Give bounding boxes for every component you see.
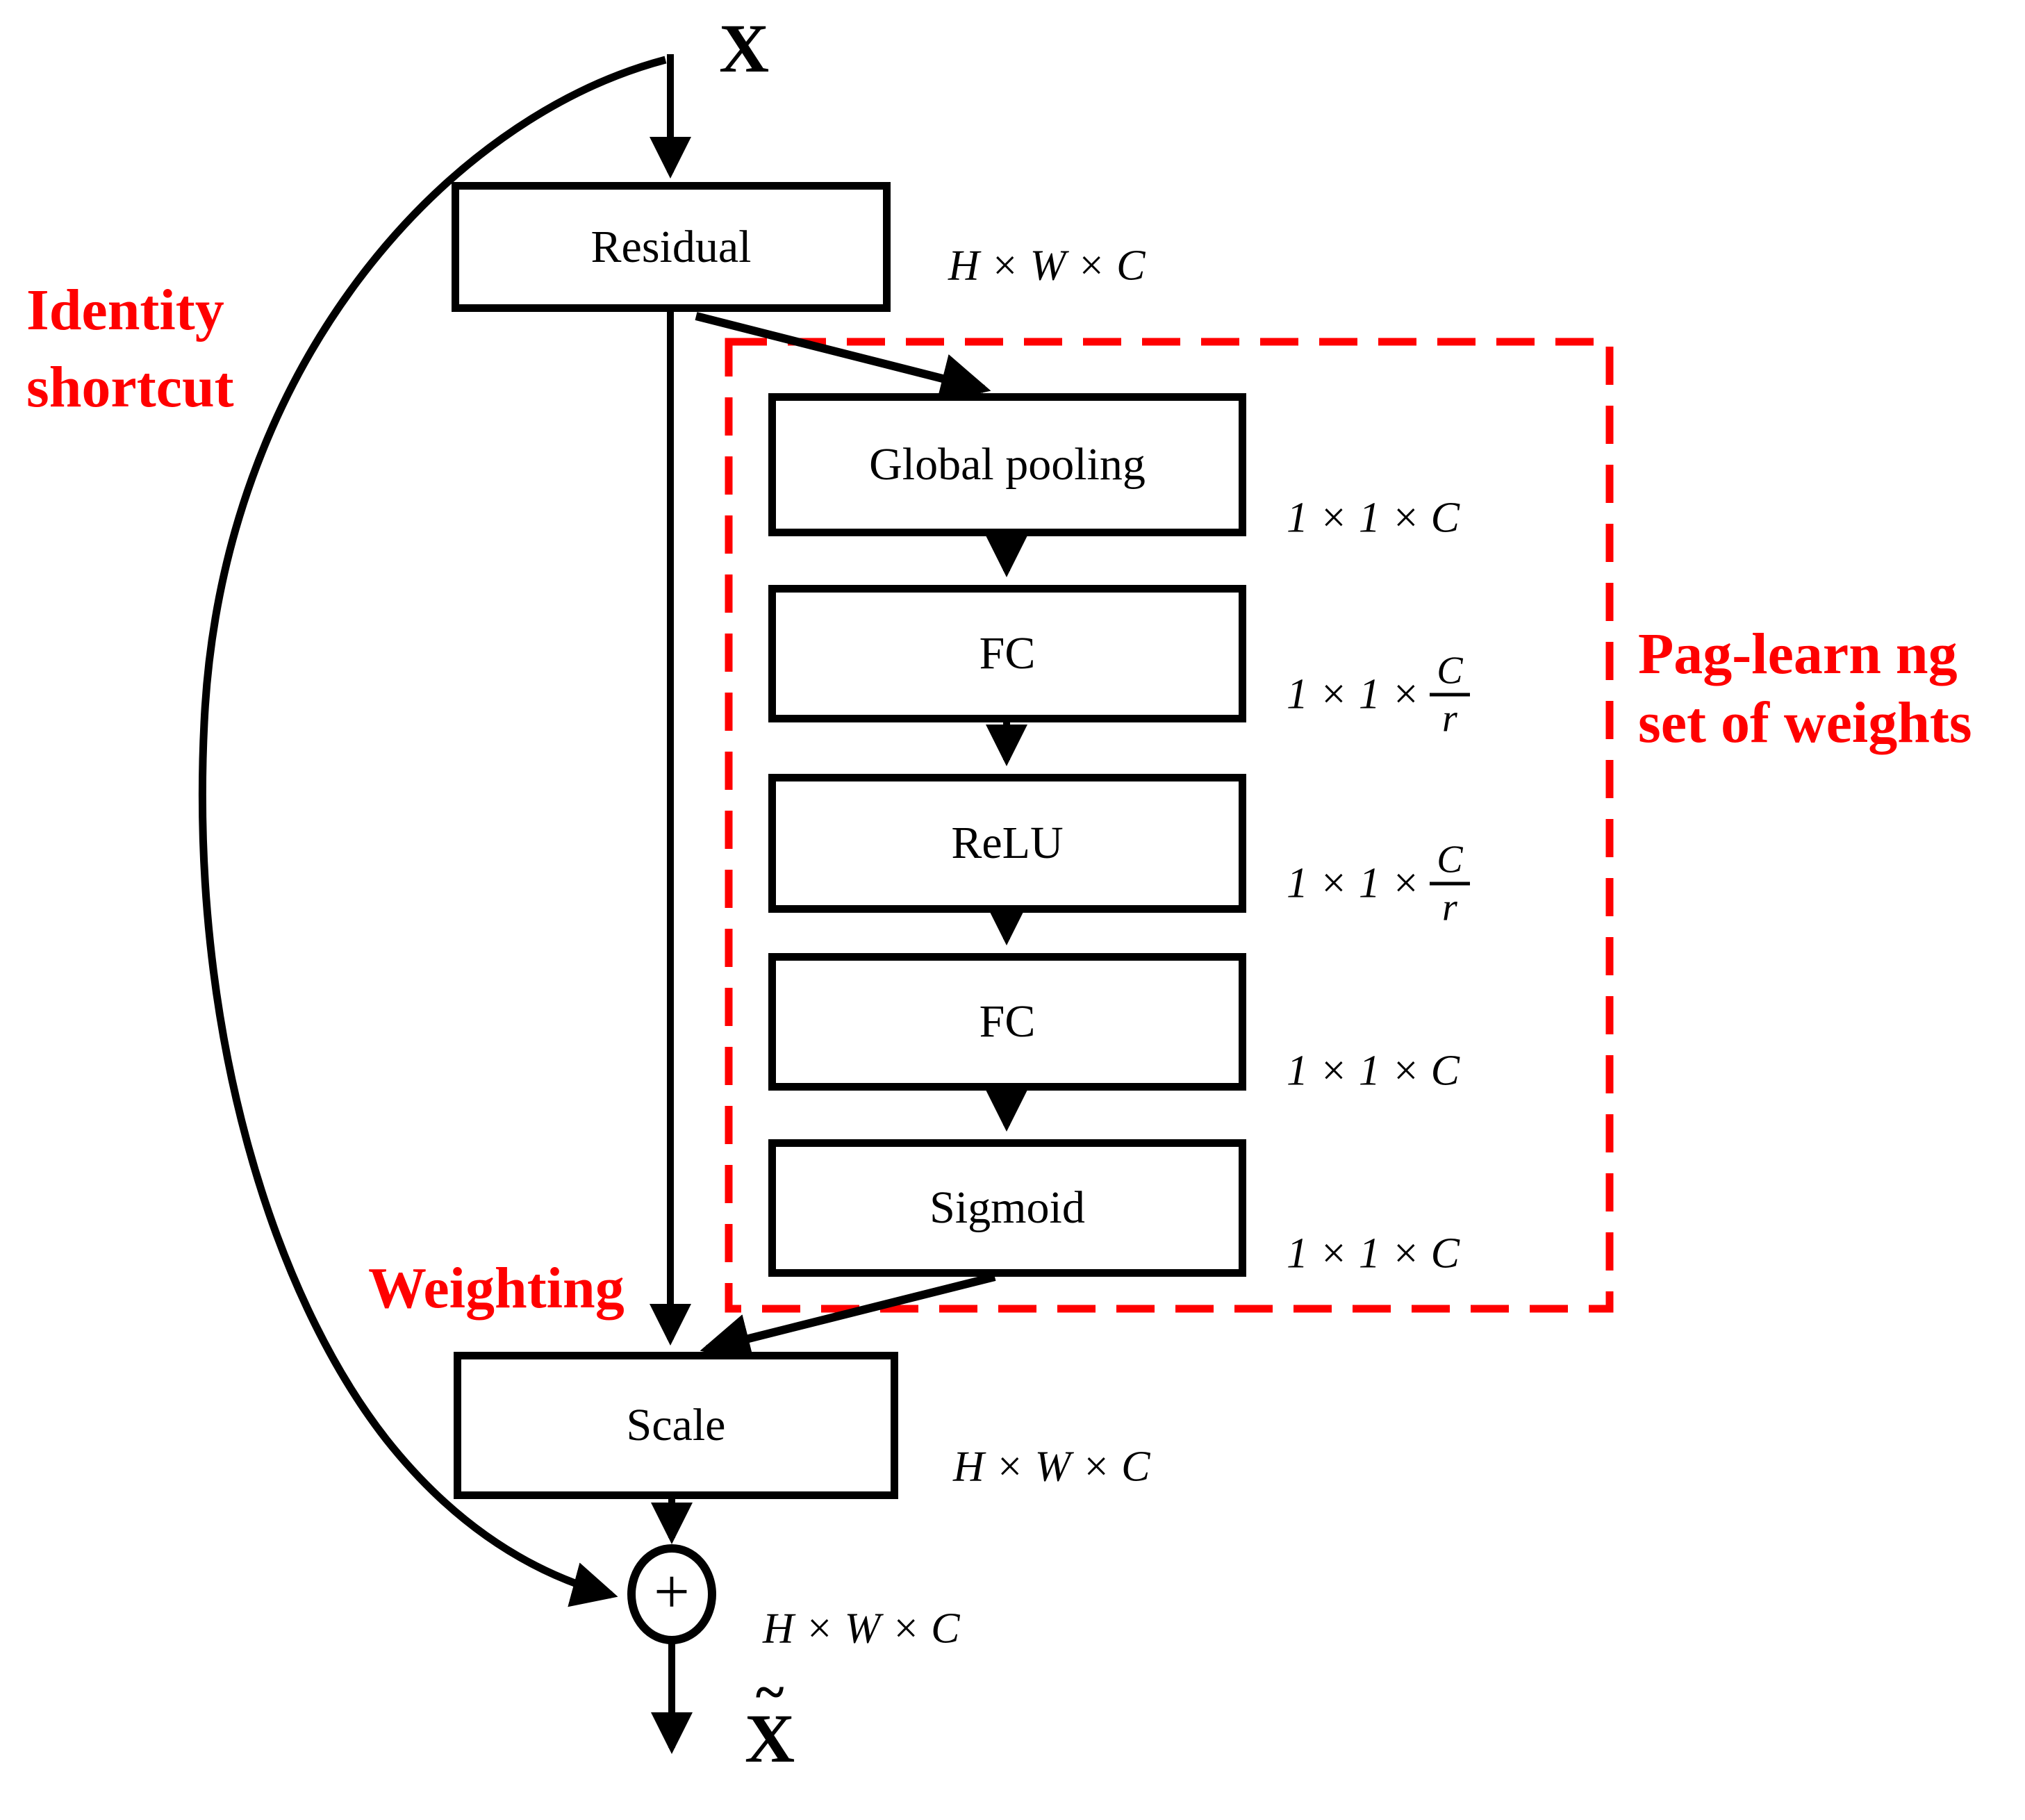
sum-dim-label: H × W × C — [763, 1605, 960, 1653]
fc2-dim-label: 1 × 1 × C — [1287, 1047, 1460, 1095]
sum-plus-symbol: + — [654, 1555, 690, 1627]
relu-dim-fraction: C r — [1430, 841, 1470, 929]
fc1-dim-prefix: 1 × 1 × — [1287, 670, 1421, 718]
sigmoid-label: Sigmoid — [929, 1182, 1085, 1233]
residual-dim-label: H × W × C — [948, 242, 1146, 290]
residual-to-globalpooling-arrow — [695, 312, 991, 403]
fc1-dim-numerator: C — [1430, 652, 1470, 697]
global-pooling-box: Global pooling — [768, 393, 1246, 536]
fc1-label: FC — [979, 628, 1036, 679]
global-pooling-dim-label: 1 × 1 × C — [1287, 494, 1460, 542]
fc1-box: FC — [768, 585, 1246, 722]
sum-circle — [627, 1544, 716, 1644]
identity-shortcut-line2: shortcut — [26, 354, 234, 420]
output-label: ~ X — [745, 1664, 795, 1778]
fc2-box: FC — [768, 953, 1246, 1091]
fc1-dim-denominator: r — [1441, 697, 1457, 741]
identity-shortcut-line1: Identity — [26, 278, 224, 342]
relu-dim-label: 1 × 1 × C r — [1287, 841, 1470, 927]
residual-box: Residual — [452, 182, 891, 312]
sigmoid-to-scale-arrow — [700, 1273, 996, 1364]
scale-box: Scale — [454, 1352, 898, 1499]
sigmoid-box: Sigmoid — [768, 1139, 1246, 1277]
identity-shortcut-annotation: Identity shortcut — [26, 272, 234, 427]
fc1-dim-label: 1 × 1 × C r — [1287, 652, 1470, 738]
identity-shortcut-curve — [198, 56, 667, 1607]
relu-box: ReLU — [768, 774, 1246, 913]
pag-learning-line2: set of weights — [1638, 690, 1972, 756]
fc1-dim-fraction: C r — [1430, 652, 1470, 741]
residual-label: Residual — [590, 221, 752, 272]
pag-learning-annotation: Pag-learn ng set of weights — [1638, 620, 1972, 757]
output-base: X — [745, 1700, 795, 1778]
input-label: X — [719, 10, 770, 87]
fc2-label: FC — [979, 996, 1036, 1047]
scale-label: Scale — [626, 1400, 726, 1450]
weighting-annotation: Weighting — [368, 1256, 625, 1321]
pag-learning-line1: Pag-learn ng — [1638, 622, 1958, 686]
scale-dim-label: H × W × C — [953, 1443, 1150, 1491]
relu-dim-prefix: 1 × 1 × — [1287, 859, 1421, 907]
relu-dim-numerator: C — [1430, 841, 1470, 886]
pag-learning-dashed-box — [725, 338, 1614, 1313]
global-pooling-label: Global pooling — [869, 439, 1146, 490]
relu-label: ReLU — [951, 818, 1064, 868]
relu-dim-denominator: r — [1441, 886, 1457, 929]
sigmoid-dim-label: 1 × 1 × C — [1287, 1230, 1460, 1277]
